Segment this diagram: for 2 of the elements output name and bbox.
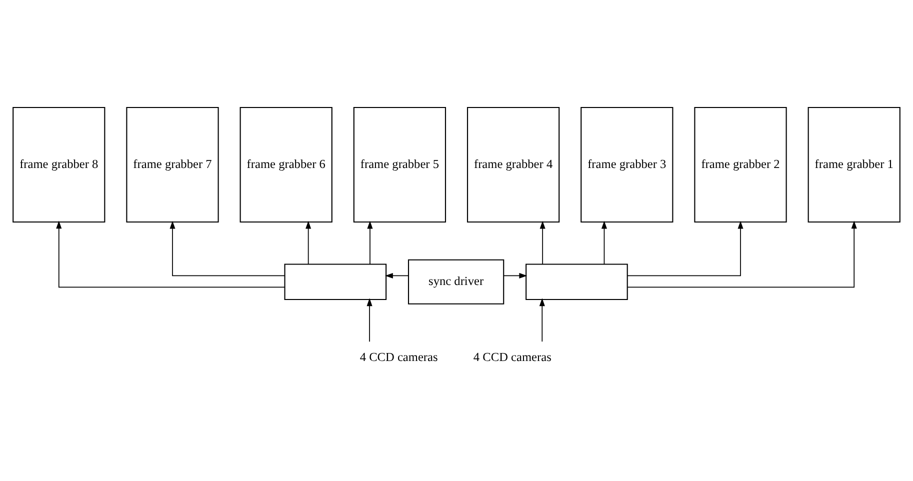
node-text: 4 CCD cameras	[360, 350, 438, 364]
node-text: 4 CCD cameras	[473, 350, 552, 364]
